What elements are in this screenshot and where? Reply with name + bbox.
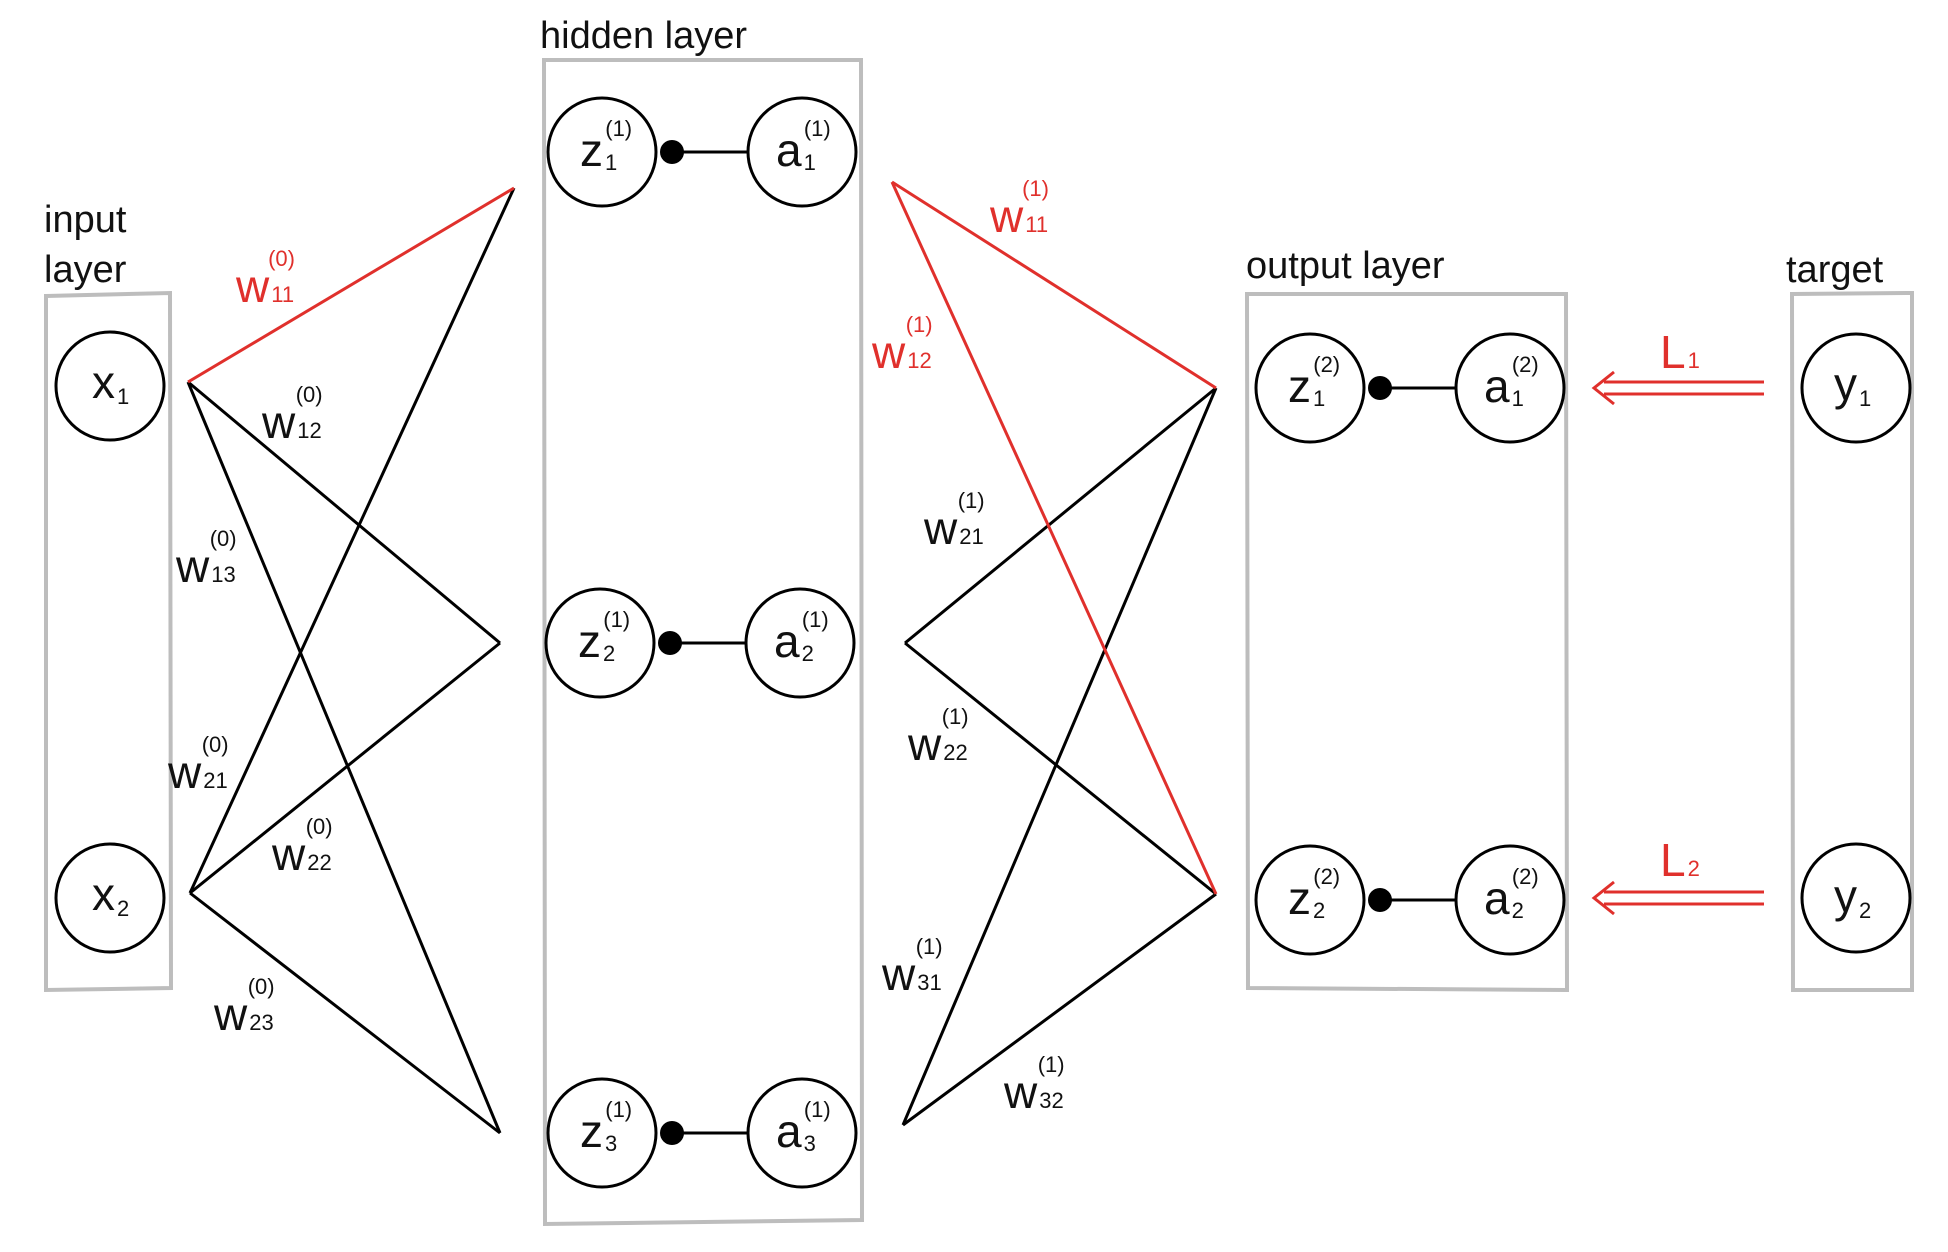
label-a3-hidden: a3(1) <box>776 1097 831 1157</box>
node-x2 <box>54 842 166 954</box>
node-a2-output <box>1454 844 1566 956</box>
loss-arrow-2 <box>1591 880 1764 916</box>
edge-x2-h1 <box>188 187 516 894</box>
node-z1-hidden <box>546 96 658 208</box>
node-a3-hidden <box>746 1077 858 1189</box>
dot-z2-hidden <box>658 631 682 655</box>
output-layer-title: output layer <box>1246 245 1445 287</box>
edge-h3-o2 <box>902 892 1217 1127</box>
weight-w31-1: w31(1) <box>881 934 943 1000</box>
output-layer-box <box>1244 292 1570 993</box>
dot-z1-hidden <box>660 140 684 164</box>
input-layer-title-line2: layer <box>44 249 127 291</box>
label-y1: y1 <box>1834 358 1871 411</box>
weight-w11-0: w11(0) <box>235 246 295 312</box>
label-x2: x2 <box>92 868 129 921</box>
weight-w32-1: w32(1) <box>1003 1052 1065 1118</box>
label-a2-hidden: a2(1) <box>774 607 829 667</box>
weight-w13-0: w13(0) <box>175 526 237 592</box>
weight-w11-1: w11(1) <box>989 176 1049 242</box>
weight-w23-0: w23(0) <box>213 974 275 1040</box>
edge-h3-o1 <box>901 387 1218 1126</box>
node-y2 <box>1800 842 1912 954</box>
dot-z2-output <box>1368 888 1392 912</box>
label-z1-hidden: z1(1) <box>580 116 632 176</box>
loss-label-1: L1 <box>1660 326 1700 378</box>
edge-h1-o2-highlight <box>890 181 1218 895</box>
edge-x2-h3 <box>189 891 501 1135</box>
label-z2-hidden: z2(1) <box>578 607 630 667</box>
label-z3-hidden: z3(1) <box>580 1097 632 1157</box>
edge-x2-h2 <box>189 641 501 895</box>
weight-w12-0: w12(0) <box>261 382 323 448</box>
node-y1 <box>1800 332 1912 444</box>
edge-h2-o1 <box>904 386 1217 645</box>
node-z3-hidden <box>546 1077 658 1189</box>
label-z1-output: z1(2) <box>1288 352 1340 412</box>
node-a1-hidden <box>746 96 858 208</box>
edge-x1-h2 <box>187 380 501 645</box>
label-z2-output: z2(2) <box>1288 864 1340 924</box>
node-z2-hidden <box>544 587 656 699</box>
label-x1: x1 <box>92 356 129 409</box>
loss-arrow-1 <box>1591 370 1764 406</box>
weight-w22-1: w22(1) <box>907 704 969 770</box>
weight-w22-0: w22(0) <box>271 814 333 880</box>
edge-x1-h1-highlight <box>187 186 515 384</box>
target-layer-box <box>1789 290 1914 992</box>
edge-h1-o1-highlight <box>891 180 1217 390</box>
node-z2-output <box>1254 844 1366 956</box>
label-a2-output: a2(2) <box>1484 864 1539 924</box>
node-z1-output <box>1254 332 1366 444</box>
dot-z3-hidden <box>660 1121 684 1145</box>
target-layer-title: target <box>1786 249 1884 291</box>
input-layer-title-line1: input <box>44 199 127 241</box>
node-a2-hidden <box>744 587 856 699</box>
input-layer-box <box>44 290 174 993</box>
weight-w12-1: w12(1) <box>871 312 933 378</box>
label-a1-hidden: a1(1) <box>776 116 831 176</box>
label-y2: y2 <box>1834 870 1871 923</box>
weight-w21-1: w21(1) <box>923 488 985 554</box>
weight-w21-0: w21(0) <box>167 732 229 798</box>
dot-z1-output <box>1368 376 1392 400</box>
hidden-layer-title: hidden layer <box>540 15 747 57</box>
node-x1 <box>54 330 166 442</box>
edge-x1-h3 <box>186 381 502 1134</box>
edge-h2-o2 <box>904 641 1217 896</box>
hidden-layer-box <box>541 58 865 1227</box>
loss-label-2: L2 <box>1660 834 1700 886</box>
node-a1-output <box>1454 332 1566 444</box>
label-a1-output: a1(2) <box>1484 352 1539 412</box>
